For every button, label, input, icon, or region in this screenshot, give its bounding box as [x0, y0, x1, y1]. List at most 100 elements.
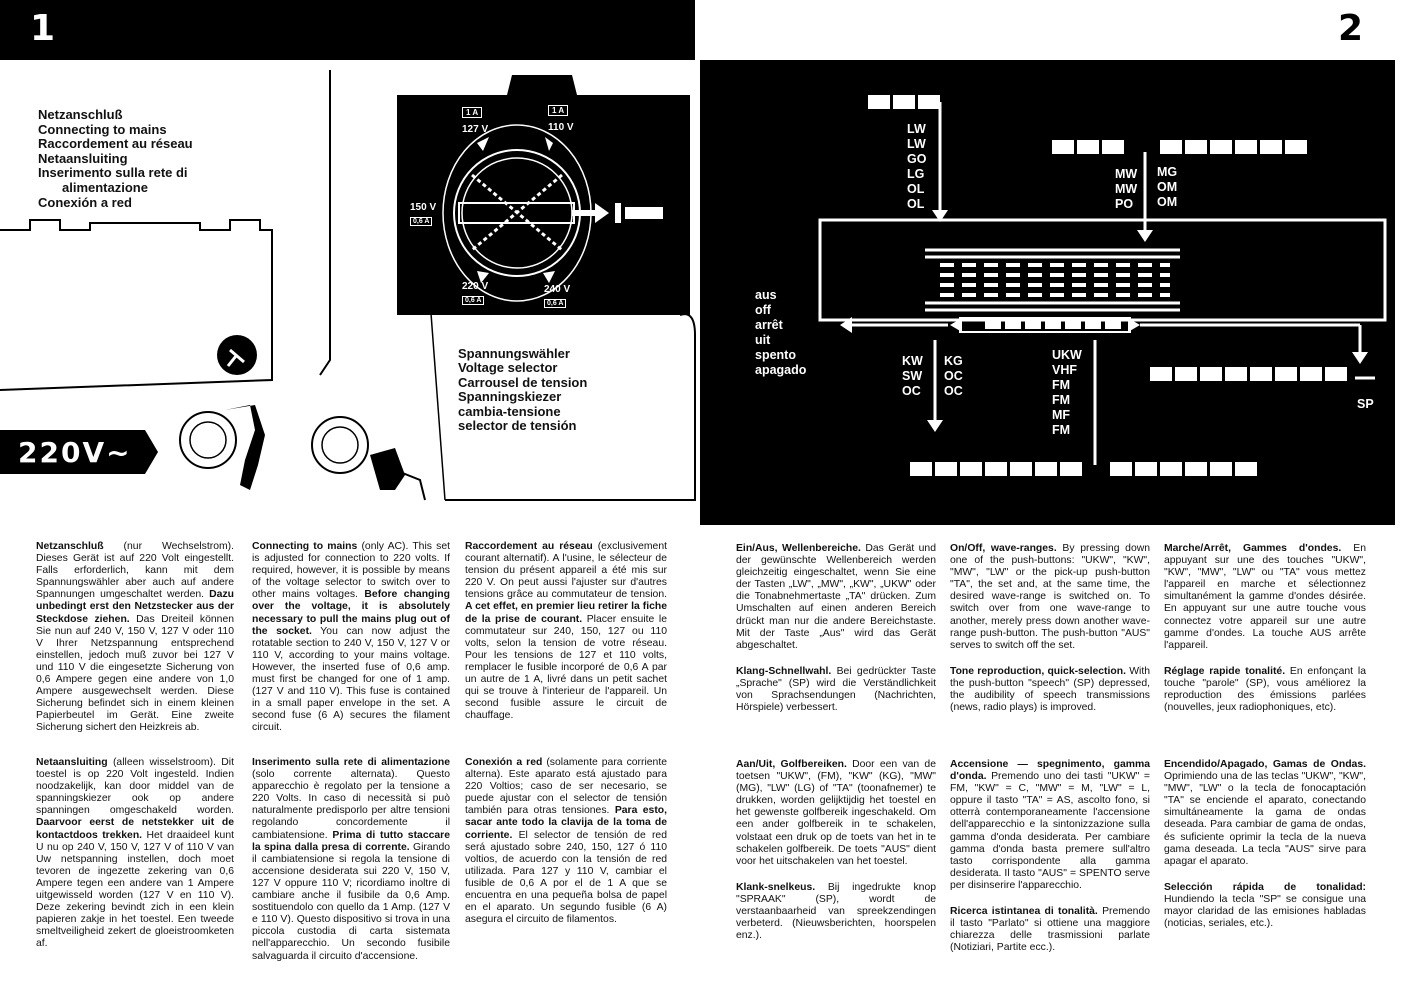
band-lw-it: LG: [907, 167, 925, 181]
off-en: off: [755, 303, 771, 317]
text-column-es: Conexión a red (solamente para corriente…: [465, 757, 667, 926]
selector-label-nl: Spanningskiezer: [458, 389, 562, 405]
text-column-r6: Encendido/Apagado, Gamas de Ondas. Oprim…: [1164, 759, 1366, 930]
mains-voltage-label: 220V~: [18, 436, 132, 469]
heading-it: Inserimento sulla rete di: [38, 165, 188, 181]
band-kw-en: SW: [902, 369, 923, 383]
text-it-2: Girando il cambiatensione si regola la t…: [252, 841, 451, 962]
band-lw-nl: OL: [907, 182, 925, 196]
band-ukw-fr: FM: [1052, 378, 1071, 392]
text-column-r5: Accensione — spegnimento, gamma d'onda. …: [950, 759, 1150, 954]
text-fr-2: Placer ensuite le commutateur sur 240, 1…: [465, 613, 667, 722]
page-number-right: 2: [1338, 8, 1364, 49]
band-mw-de: MW: [1115, 167, 1138, 181]
text-column-r2: On/Off, wave-ranges. By pressing down on…: [950, 543, 1150, 714]
text-de-bold: Netzanschluß: [36, 541, 104, 552]
text-r1-1: Das Gerät und der gewünschte Wellenberei…: [736, 543, 936, 651]
text-r2-1: By pressing down one of the push-buttons…: [950, 543, 1151, 651]
text-r2-bold: On/Off, wave-ranges.: [950, 543, 1057, 554]
band-labels-kw: KW SW OC: [902, 354, 923, 399]
text-de-1: (nur Wechselstrom). Dieses Gerät ist auf…: [36, 541, 234, 601]
text-r5-bold: Accensione — spegnimento, gamma d'onda.: [950, 759, 1150, 783]
band-lw-fr: GO: [907, 152, 927, 166]
fuse-label-127-top: 1 A: [462, 107, 483, 118]
text-nl-2: Het draaideel kunt U nu op 240 V, 150 V,…: [36, 829, 234, 950]
text-de-bold-2: Dazu unbedingt erst den Netzstecker aus …: [36, 589, 234, 625]
off-labels: aus off arrêt uit spento apagado: [755, 288, 806, 378]
band-mg-nl: MG: [1157, 165, 1178, 179]
text-r2-2: With the push-button "speech" (SP) depre…: [950, 665, 1151, 714]
voltage-label-110: 110 V: [548, 122, 574, 133]
heading-it-2: alimentazione: [62, 179, 148, 195]
text-column-it: Inserimento sulla rete di alimentazione …: [252, 757, 450, 963]
selector-label-es: selector de tensión: [458, 418, 577, 434]
text-r5-bold-2: Ricerca istintanea di tonalità.: [950, 906, 1098, 918]
text-it-1: (solo corrente alternata). Questo appare…: [252, 769, 450, 841]
text-r5-2: Premendo il tasto "Parlato" si ottiene u…: [950, 906, 1151, 954]
text-column-en: Connecting to mains (only AC). This set …: [252, 541, 450, 735]
fuse-label-240: 0,6 A: [544, 299, 567, 308]
voltage-selector-panel: [397, 75, 690, 315]
text-en-2: You can now adjust the rotatable section…: [252, 625, 450, 734]
text-column-de: Netzanschluß (nur Wechselstrom). Dieses …: [36, 541, 234, 735]
band-ukw-it: MF: [1052, 408, 1071, 422]
band-labels-mg: MG OM OM: [1157, 165, 1177, 210]
band-kg-es: OC: [944, 384, 963, 398]
band-mg-es: OM: [1157, 195, 1178, 209]
text-r4-1: Door een van de toetsen "UKW", (FM), "KW…: [736, 759, 936, 867]
off-it: spento: [755, 348, 796, 362]
band-lw-es: OL: [907, 197, 925, 211]
voltage-label-127: 127 V: [462, 124, 489, 135]
text-column-r1: Ein/Aus, Wellenbereiche. Das Gerät und d…: [736, 543, 936, 714]
band-lw-de: LW: [907, 122, 926, 136]
text-fr-1: (exclusivement courant alternatif). A l'…: [465, 541, 667, 601]
text-r5-1: Premendo uno dei tasti "UKW" = FM, "KW" …: [950, 771, 1150, 891]
text-r3-1: En appuyant sur une des touches "UKW", "…: [1164, 543, 1366, 651]
voltage-label-220: 220 V: [462, 281, 489, 292]
band-kg-it: OC: [944, 369, 963, 383]
text-r1-2: Bei gedrückter Taste „Sprache" (SP) wird…: [736, 665, 936, 714]
band-kg-nl: KG: [944, 354, 963, 368]
band-kw-fr: OC: [902, 384, 921, 398]
text-r3-bold: Marche/Arrêt, Gammes d'ondes.: [1164, 543, 1342, 554]
selector-label-fr: Carrousel de tension: [458, 374, 588, 390]
off-de: aus: [755, 288, 777, 302]
text-r1-bold: Ein/Aus, Wellenbereiche.: [736, 543, 861, 554]
text-en-bold: Connecting to mains: [252, 541, 358, 552]
heading-nl: Netaansluiting: [38, 150, 128, 166]
text-r6-bold-2: Selección rápida de tonalidad:: [1164, 881, 1366, 893]
band-labels-lw: LW LW GO LG OL OL: [907, 122, 926, 212]
selector-label-it: cambia-tensione: [458, 403, 561, 419]
selector-labels: Spannungswähler Voltage selector Carrous…: [458, 346, 588, 434]
selector-label-de: Spannungswähler: [458, 346, 570, 361]
text-es-bold: Conexión a red: [465, 757, 543, 768]
band-mw-en: MW: [1115, 182, 1138, 196]
text-es-2: El selector de tensión de red será ajust…: [465, 829, 667, 926]
push-button-schematic: [700, 60, 1395, 525]
band-mw-fr: PO: [1115, 197, 1134, 211]
text-fr-bold: Raccordement au réseau: [465, 541, 593, 552]
text-de-2: Das Dreiteil können Sie nun auf 240 V, 1…: [36, 613, 235, 734]
text-nl-1: (alleen wisselstroom). Dit toestel is op…: [36, 757, 234, 817]
voltage-label-240: 240 V: [544, 284, 571, 295]
text-it-bold-2: Prima di tutto staccare la spina dalla p…: [252, 829, 450, 853]
text-r6-bold: Encendido/Apagado, Gamas de Ondas.: [1164, 759, 1366, 770]
text-column-fr: Raccordement au réseau (exclusivement co…: [465, 541, 667, 722]
fuse-label-110-top: 1 A: [548, 105, 569, 116]
text-en-1: (only AC). This set is adjusted for conn…: [252, 541, 450, 601]
top-band-left: [0, 0, 695, 60]
band-labels-kg: KG OC OC: [944, 354, 963, 399]
heading-en: Connecting to mains: [38, 121, 167, 137]
text-fr-bold-2: A cet effet, en premier lieu retirer la …: [465, 601, 667, 625]
off-es: apagado: [755, 363, 807, 377]
off-nl: uit: [755, 333, 771, 347]
voltage-label-150: 150 V: [410, 202, 437, 213]
text-r6-1: Oprimiendo una de las teclas "UKW", "KW"…: [1164, 771, 1366, 867]
text-es-bold-2: Para esto, sacar ante todo la clavija de…: [465, 805, 668, 841]
band-mg-it: OM: [1157, 180, 1178, 194]
band-ukw-es: FM: [1052, 423, 1071, 437]
text-r4-bold-2: Klank-snelkeus.: [736, 881, 816, 893]
band-labels-mw: MW MW PO: [1115, 167, 1137, 212]
text-r4-2: Bij ingedrukte knop "SPRAAK" (SP), wordt…: [736, 881, 936, 942]
text-r1-bold-2: Klang-Schnellwahl.: [736, 665, 832, 677]
